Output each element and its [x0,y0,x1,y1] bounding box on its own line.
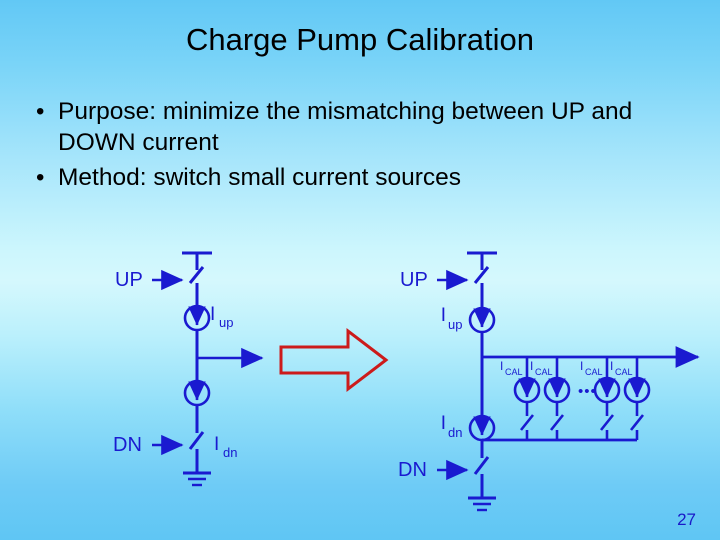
list-item: • Purpose: minimize the mismatching betw… [36,96,676,158]
page-title: Charge Pump Calibration [185,22,535,57]
iup-label-subscript: up [448,317,462,332]
cal-switch-blade-icon[interactable] [629,414,645,431]
dn-switch-label: DN [113,434,142,456]
list-item: • Method: switch small current sources [36,162,676,193]
up-switch-label: UP [115,269,143,291]
bullet-marker-icon: • [36,164,45,191]
left-circuit: UP I up DN I dn [113,251,264,487]
page-number: 27 [677,510,696,529]
ical-label: I [610,359,613,373]
bullet-text: Method: switch small current sources [58,164,462,191]
dn-switch-blade-icon[interactable] [188,431,205,450]
idn-label-subscript: dn [223,445,237,460]
circuit-diagram: UP I up DN I dn [113,251,700,512]
dn-switch-blade-icon[interactable] [473,456,490,475]
ical-label: I [500,359,503,373]
ical-label: I [530,359,533,373]
idn-label: I [214,434,219,455]
cal-branch: I CAL [530,357,571,440]
cal-branch: I CAL [610,357,651,440]
transform-arrow [279,327,389,393]
bullet-text: Purpose: minimize the mismatching betwee… [58,98,633,156]
cal-branch-ellipsis: ••• [578,383,597,400]
bullet-marker-icon: • [36,98,45,125]
up-switch-label: UP [400,269,428,291]
ical-label-subscript: CAL [535,367,553,377]
up-switch-blade-icon[interactable] [188,266,205,284]
iup-label: I [441,305,446,326]
iup-label-subscript: up [219,315,233,330]
ical-label: I [580,359,583,373]
right-circuit: UP I up I CAL [398,251,700,512]
ical-label-subscript: CAL [585,367,603,377]
cal-branch: I CAL [500,357,541,440]
bullet-list: • Purpose: minimize the mismatching betw… [36,96,676,197]
iup-label: I [210,304,215,325]
idn-label-subscript: dn [448,425,462,440]
cal-switch-blade-icon[interactable] [549,414,565,431]
up-switch-blade-icon[interactable] [473,266,490,284]
ical-label-subscript: CAL [505,367,523,377]
cal-switch-blade-icon[interactable] [599,414,615,431]
ical-label-subscript: CAL [615,367,633,377]
right-block-arrow-icon [279,327,389,393]
idn-label: I [441,413,446,434]
cal-switch-blade-icon[interactable] [519,414,535,431]
cal-branch: I CAL [580,357,621,440]
dn-switch-label: DN [398,459,427,481]
